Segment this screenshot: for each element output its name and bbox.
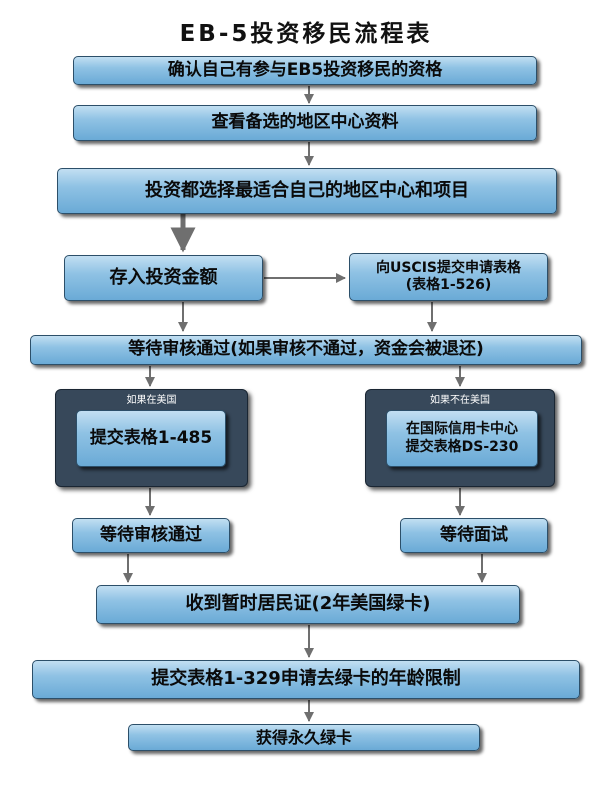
step-file-ds230-line2: 提交表格DS-230: [405, 438, 519, 455]
step-file-i485: 提交表格1-485: [76, 410, 226, 467]
step-file-i829: 提交表格1-329申请去绿卡的年龄限制: [32, 660, 580, 699]
step-await-approval: 等待审核通过(如果审核不通过，资金会被退还): [30, 335, 582, 365]
step-file-i526-line2: (表格1-526): [405, 277, 492, 293]
step-permanent-green-card: 获得永久绿卡: [128, 724, 480, 751]
step-await-i485-approval: 等待审核通过: [72, 518, 230, 553]
step-conditional-green-card-label: 收到暂时居民证(2年美国绿卡): [185, 593, 431, 615]
step-conditional-green-card: 收到暂时居民证(2年美国绿卡): [96, 585, 520, 624]
step-confirm-eligibility-label: 确认自己有参与EB5投资移民的资格: [167, 59, 443, 80]
step-await-approval-label: 等待审核通过(如果审核不通过，资金会被退还): [128, 339, 484, 360]
step-select-center-project: 投资都选择最适合自己的地区中心和项目: [57, 168, 557, 214]
step-file-i485-label: 提交表格1-485: [89, 427, 213, 448]
step-review-regional-centers-label: 查看备选的地区中心资料: [211, 112, 399, 133]
branch-in-us: 如果在美国 提交表格1-485: [55, 389, 248, 487]
step-review-regional-centers: 查看备选的地区中心资料: [73, 105, 537, 141]
branch-outside-us-condition: 如果不在美国: [430, 395, 490, 406]
branch-in-us-condition: 如果在美国: [126, 395, 177, 406]
step-file-i829-label: 提交表格1-329申请去绿卡的年龄限制: [151, 668, 461, 690]
branch-outside-us: 如果不在美国 在国际信用卡中心 提交表格DS-230: [365, 389, 555, 487]
step-await-i485-approval-label: 等待审核通过: [100, 524, 202, 545]
step-permanent-green-card-label: 获得永久绿卡: [255, 727, 352, 747]
step-await-interview: 等待面试: [400, 518, 548, 553]
step-deposit-investment-label: 存入投资金额: [109, 266, 218, 288]
step-file-ds230-line1: 在国际信用卡中心: [406, 421, 518, 437]
page-title: EB-5投资移民流程表: [179, 21, 433, 47]
step-select-center-project-label: 投资都选择最适合自己的地区中心和项目: [145, 179, 469, 201]
step-await-interview-label: 等待面试: [440, 524, 508, 545]
step-confirm-eligibility: 确认自己有参与EB5投资移民的资格: [73, 56, 537, 85]
step-file-i526-line1: 向USCIS提交申请表格: [375, 259, 522, 276]
step-file-i526: 向USCIS提交申请表格 (表格1-526): [349, 253, 548, 301]
step-deposit-investment: 存入投资金额: [64, 255, 263, 301]
step-file-ds230: 在国际信用卡中心 提交表格DS-230: [386, 410, 538, 467]
